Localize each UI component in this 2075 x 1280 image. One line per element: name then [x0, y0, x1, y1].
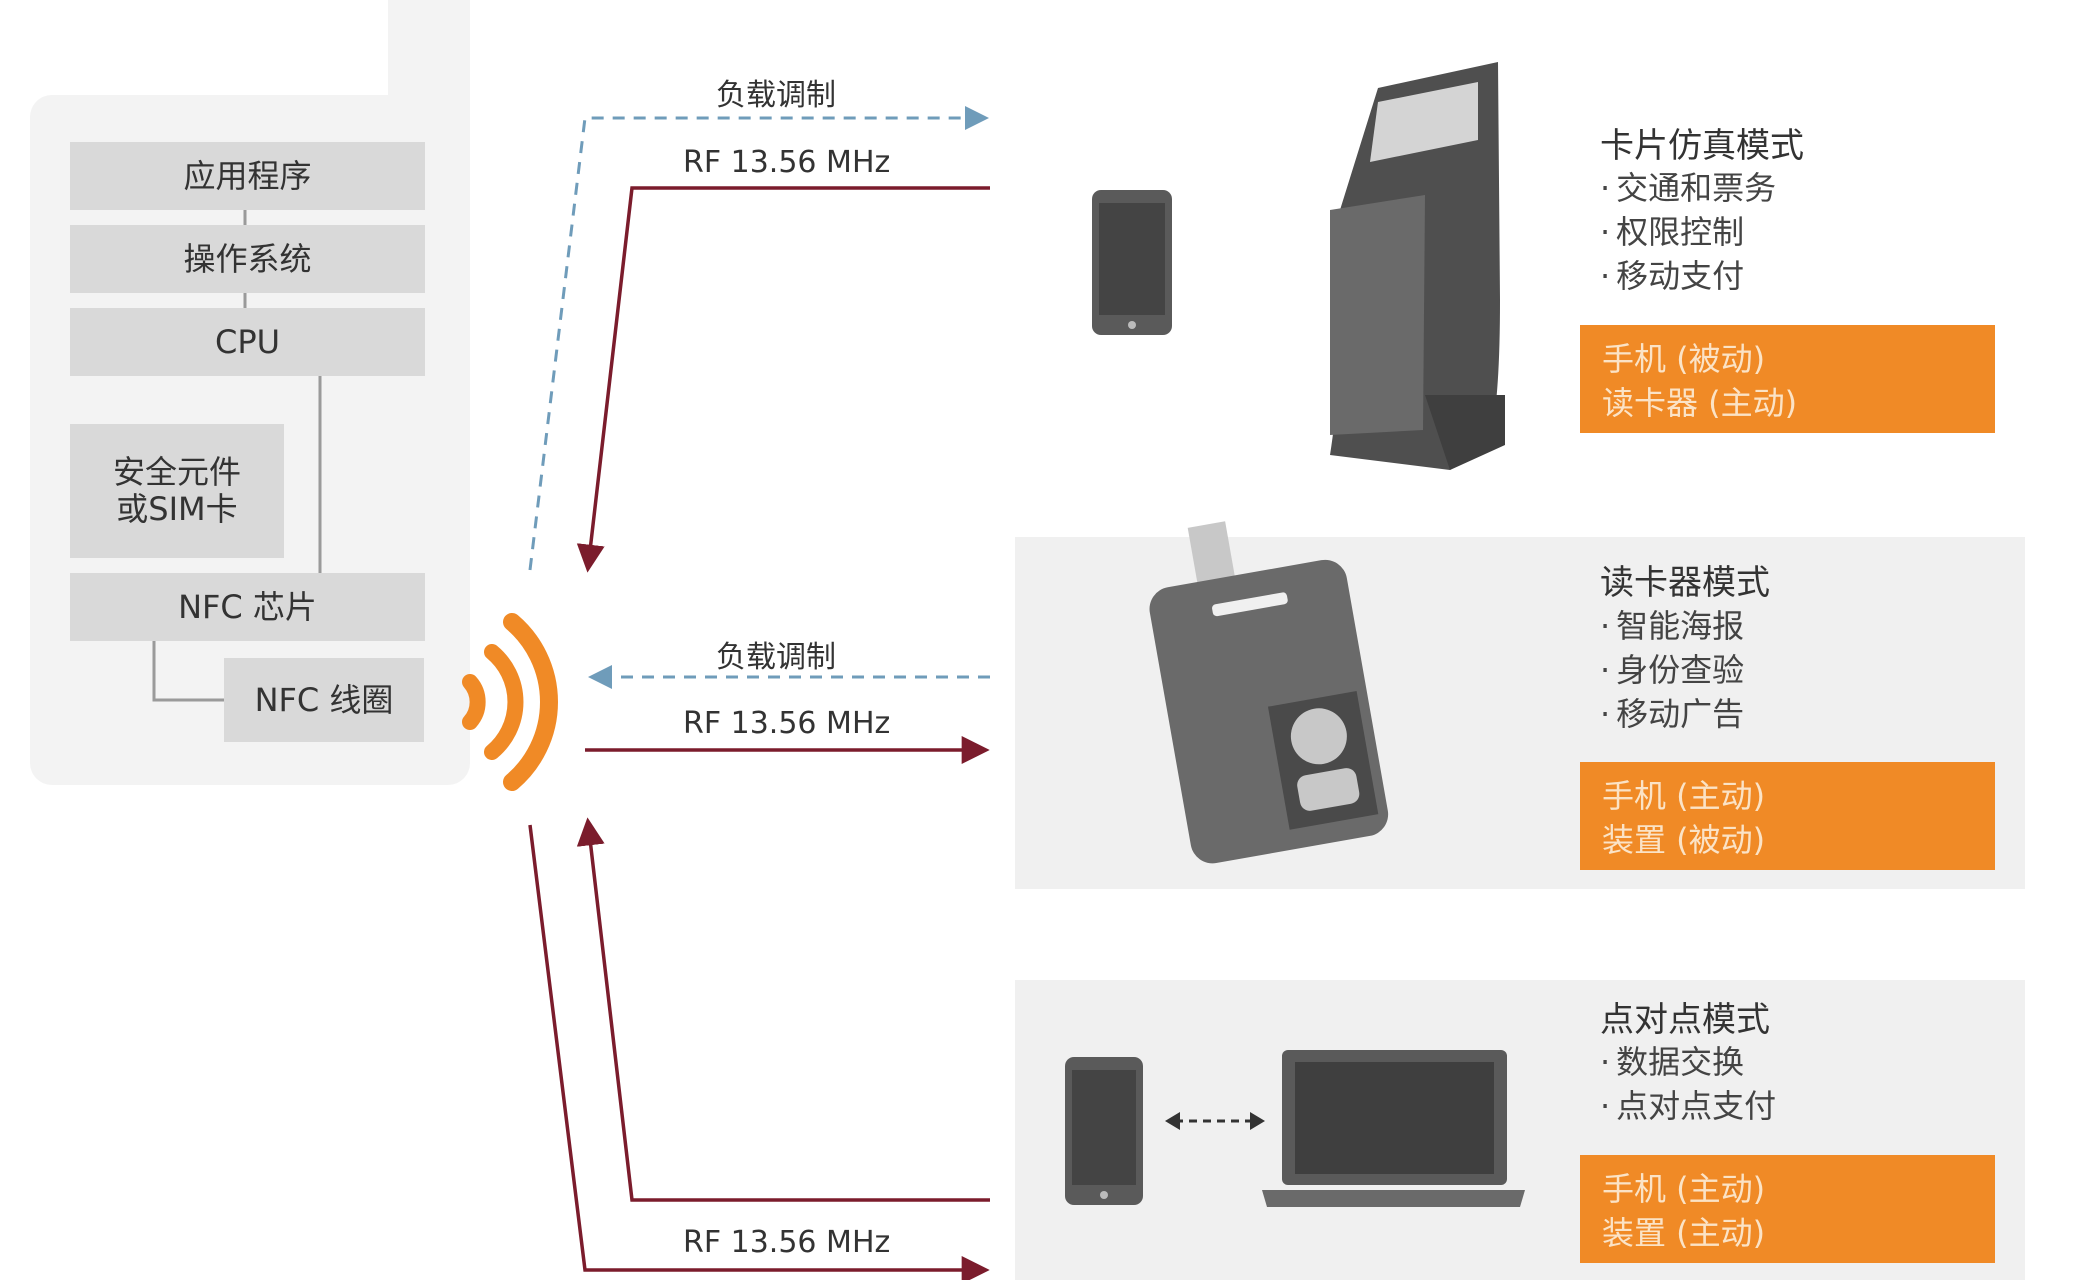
reader-mode-title: 读卡器模式	[1600, 563, 1770, 603]
stack-nfc-coil: NFC 线圈	[224, 658, 424, 742]
stack-secure-element: 安全元件 或SIM卡	[70, 424, 284, 558]
p2p-in-arrow	[576, 817, 990, 1202]
rf-bottom-arrow	[528, 824, 990, 1280]
reader-mode-item: 智能海报	[1600, 601, 1744, 647]
p2p-mode-item: 数据交换	[1600, 1037, 1744, 1083]
rf-label-mid: RF 13.56 MHz	[683, 706, 891, 741]
phone-stack-panel-top	[388, 0, 470, 120]
card-mode-title: 卡片仿真模式	[1600, 126, 1804, 166]
load-mod-top-arrow	[528, 106, 989, 571]
rf-label-bottom: RF 13.56 MHz	[683, 1225, 891, 1260]
card-mode-item: 权限控制	[1600, 207, 1744, 253]
reader-mode-role-device: 装置 (被动)	[1602, 821, 1766, 859]
nfc-signal-icon	[462, 613, 558, 791]
p2p-mode-role-phone: 手机 (主动)	[1602, 1170, 1766, 1208]
card-mode-roles-badge: 手机 (被动) 读卡器 (主动)	[1580, 325, 1995, 433]
laptop-icon	[1262, 1050, 1525, 1207]
card-mode-item: 移动支付	[1600, 251, 1744, 297]
reader-mode-item: 身份查验	[1600, 645, 1744, 691]
stack-cpu: CPU	[70, 308, 425, 376]
card-mode-item: 交通和票务	[1600, 163, 1776, 209]
stack-app: 应用程序	[70, 142, 425, 210]
phone-icon-card-mode	[1092, 190, 1172, 335]
card-mode-role-phone: 手机 (被动)	[1602, 340, 1766, 378]
p2p-mode-item: 点对点支付	[1600, 1081, 1776, 1127]
stack-nfc-chip: NFC 芯片	[70, 573, 425, 641]
load-mod-label-mid: 负载调制	[716, 640, 836, 675]
stack-os: 操作系统	[70, 225, 425, 293]
p2p-mode-title: 点对点模式	[1600, 1000, 1770, 1040]
rf-top-arrow	[576, 186, 990, 573]
rf-label-top: RF 13.56 MHz	[683, 145, 891, 180]
p2p-mode-role-device: 装置 (主动)	[1602, 1214, 1766, 1252]
reader-mode-roles-badge: 手机 (主动) 装置 (被动)	[1580, 762, 1995, 870]
reader-mode-role-phone: 手机 (主动)	[1602, 777, 1766, 815]
phone-icon-p2p	[1065, 1057, 1143, 1205]
kiosk-reader-icon	[1330, 62, 1505, 470]
p2p-exchange-icon	[1165, 1112, 1265, 1130]
id-badge-icon	[1149, 521, 1389, 864]
reader-mode-item: 移动广告	[1600, 689, 1744, 735]
card-mode-role-reader: 读卡器 (主动)	[1602, 384, 1798, 422]
p2p-mode-roles-badge: 手机 (主动) 装置 (主动)	[1580, 1155, 1995, 1263]
load-mod-label-top: 负载调制	[716, 78, 836, 113]
stack-connectors	[152, 210, 322, 702]
